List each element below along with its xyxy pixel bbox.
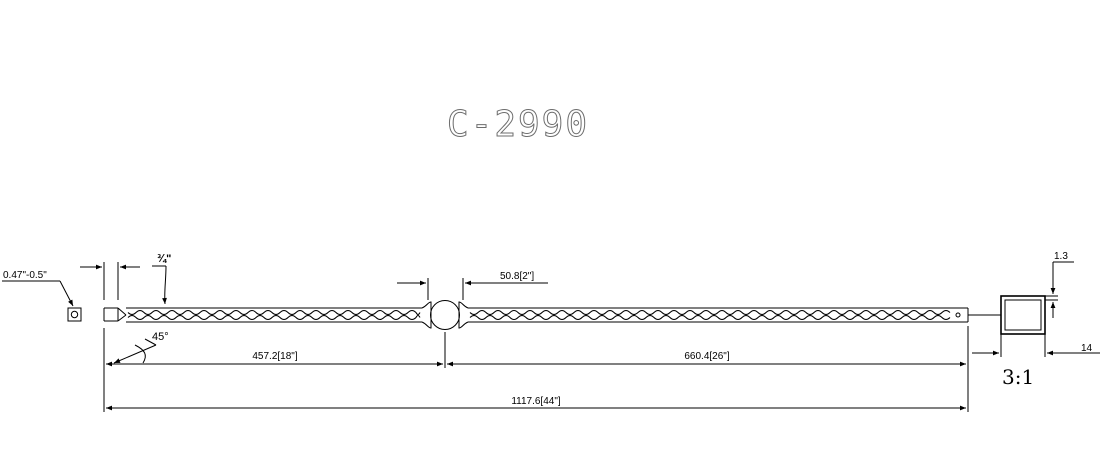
dim-end-gap: 0.47"-0.5" — [2, 262, 140, 307]
dim-right-length-label: 660.4[26"] — [684, 351, 729, 362]
twist-pattern-left — [127, 310, 421, 320]
part-number: C-2990 — [447, 104, 589, 145]
dim-chamfer-label: 45° — [152, 331, 169, 343]
dim-taper-length: ¾" — [152, 253, 171, 305]
section-view — [968, 295, 1058, 357]
scale-label: 3:1 — [1002, 365, 1034, 389]
dim-left-length-label: 457.2[18"] — [252, 351, 297, 362]
dim-collar-width: 50.8[2"] — [397, 271, 548, 300]
dim-section-width-label: 14 — [1081, 343, 1093, 354]
dim-chamfer-angle: 45° — [113, 331, 169, 364]
end-view-square — [67, 307, 82, 322]
bar-body — [126, 307, 969, 323]
dim-right-length: 660.4[26"] — [447, 326, 969, 412]
dim-collar-label: 50.8[2"] — [500, 271, 534, 282]
dim-section-width: 14 — [972, 343, 1100, 356]
dim-wall-thickness-label: 1.3 — [1054, 251, 1068, 262]
center-collar — [421, 300, 469, 330]
dim-overall-length: 1117.6[44"] — [106, 396, 966, 411]
twist-pattern-right — [469, 310, 951, 320]
bar-left-end — [103, 307, 127, 322]
dim-left-length: 457.2[18"] — [103, 328, 446, 412]
dim-wall-thickness: 1.3 — [1050, 251, 1074, 318]
dim-taper-label: ¾" — [157, 253, 171, 265]
dim-overall-length-label: 1117.6[44"] — [511, 396, 561, 407]
dim-end-gap-label: 0.47"-0.5" — [3, 270, 47, 281]
